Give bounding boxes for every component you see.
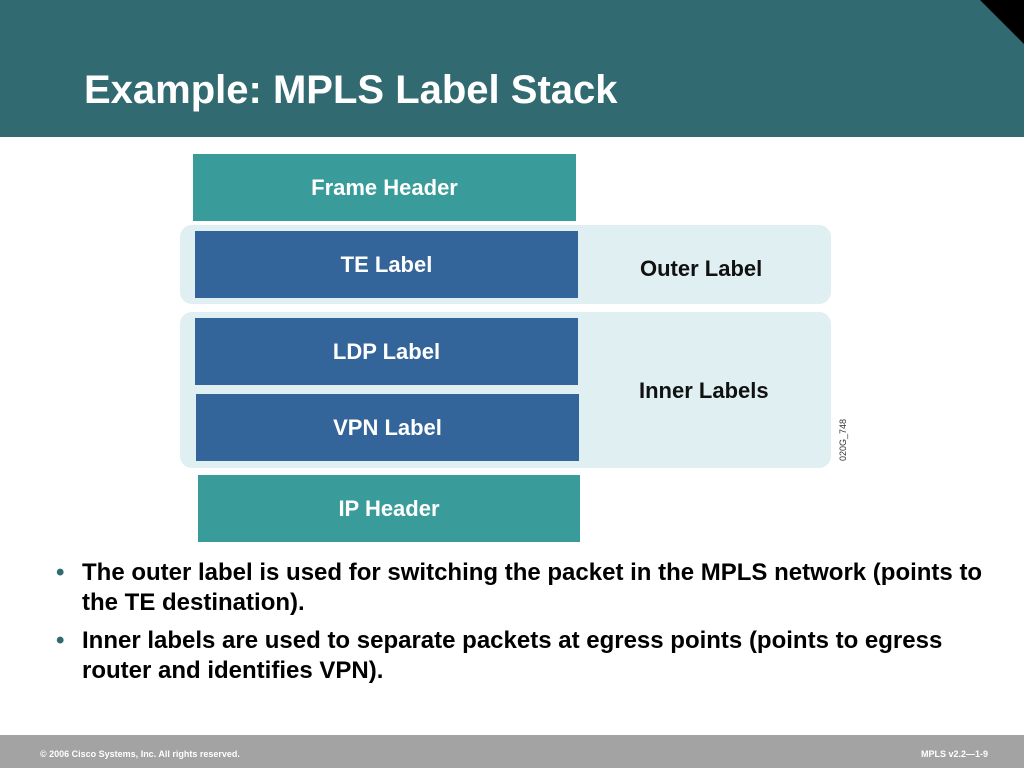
bullet-icon: •: [56, 559, 65, 586]
frame-header-box: Frame Header: [193, 154, 576, 221]
footer-bar: © 2006 Cisco Systems, Inc. All rights re…: [0, 735, 1024, 768]
course-id: MPLS v2.2—1-9: [920, 749, 988, 759]
copyright-text: © 2006 Cisco Systems, Inc. All rights re…: [40, 749, 240, 759]
bullet-text: The outer label is used for switching th…: [82, 559, 983, 616]
bullet-item: • The outer label is used for switching …: [56, 558, 986, 618]
bullet-item: • Inner labels are used to separate pack…: [56, 626, 986, 686]
slide-title: Example: MPLS Label Stack: [84, 68, 618, 112]
corner-triangle: [980, 0, 1024, 44]
bullet-icon: •: [56, 627, 65, 654]
outer-label-caption: Outer Label: [640, 256, 763, 281]
vpn-label-box: VPN Label: [196, 394, 579, 461]
ip-header-label: IP Header: [338, 495, 440, 521]
vpn-label-text: VPN Label: [333, 414, 442, 440]
figure-id: 020G_748: [838, 418, 848, 462]
bullet-text: Inner labels are used to separate packet…: [82, 627, 943, 684]
ldp-label-text: LDP Label: [332, 338, 441, 364]
inner-labels-caption: Inner Labels: [639, 378, 769, 403]
title-bar: Example: MPLS Label Stack: [0, 0, 1024, 137]
ldp-label-box: LDP Label: [195, 318, 578, 385]
frame-header-label: Frame Header: [311, 174, 458, 200]
ip-header-box: IP Header: [198, 475, 580, 542]
bullet-list: • The outer label is used for switching …: [56, 558, 986, 694]
te-label-text: TE Label: [340, 251, 433, 277]
te-label-box: TE Label: [195, 231, 578, 298]
